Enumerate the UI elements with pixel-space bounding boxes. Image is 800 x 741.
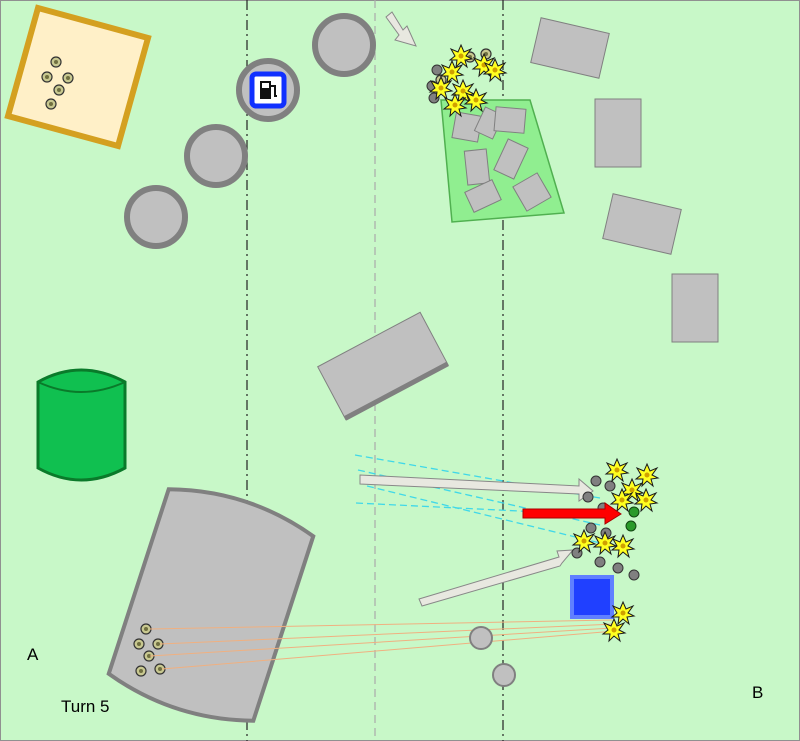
squad-b[interactable]: [571, 458, 659, 642]
miniature[interactable]: [135, 665, 147, 677]
squad-top[interactable]: [426, 44, 507, 117]
crate[interactable]: [570, 575, 614, 619]
building[interactable]: [530, 17, 610, 79]
barrel[interactable]: [492, 663, 516, 687]
miniature[interactable]: [53, 84, 65, 96]
building[interactable]: [594, 98, 642, 168]
barrel[interactable]: [469, 626, 493, 650]
miniature[interactable]: [140, 623, 152, 635]
miniature[interactable]: [133, 638, 145, 650]
silo[interactable]: [124, 185, 188, 249]
ruin-rubble[interactable]: [451, 106, 552, 213]
arrow-icon: [385, 11, 417, 47]
turn-counter: Turn 5: [61, 697, 110, 716]
fuel-tank[interactable]: [36, 368, 127, 482]
miniature[interactable]: [41, 71, 53, 83]
objective-zone[interactable]: [4, 4, 152, 150]
silo[interactable]: [312, 13, 376, 77]
bunker[interactable]: [317, 311, 449, 421]
miniature[interactable]: [62, 72, 74, 84]
building[interactable]: [602, 193, 682, 255]
fuel-pump-icon[interactable]: [249, 71, 287, 109]
side-b-label: B: [752, 683, 764, 702]
miniature[interactable]: [45, 98, 57, 110]
silo[interactable]: [184, 124, 248, 188]
miniature[interactable]: [50, 56, 62, 68]
shot-lines: [149, 619, 616, 670]
building[interactable]: [671, 273, 719, 343]
move-arrow: [418, 549, 575, 607]
side-a-label: A: [27, 645, 39, 664]
fire-arrow: [522, 502, 622, 525]
large-warehouse[interactable]: [105, 478, 317, 732]
